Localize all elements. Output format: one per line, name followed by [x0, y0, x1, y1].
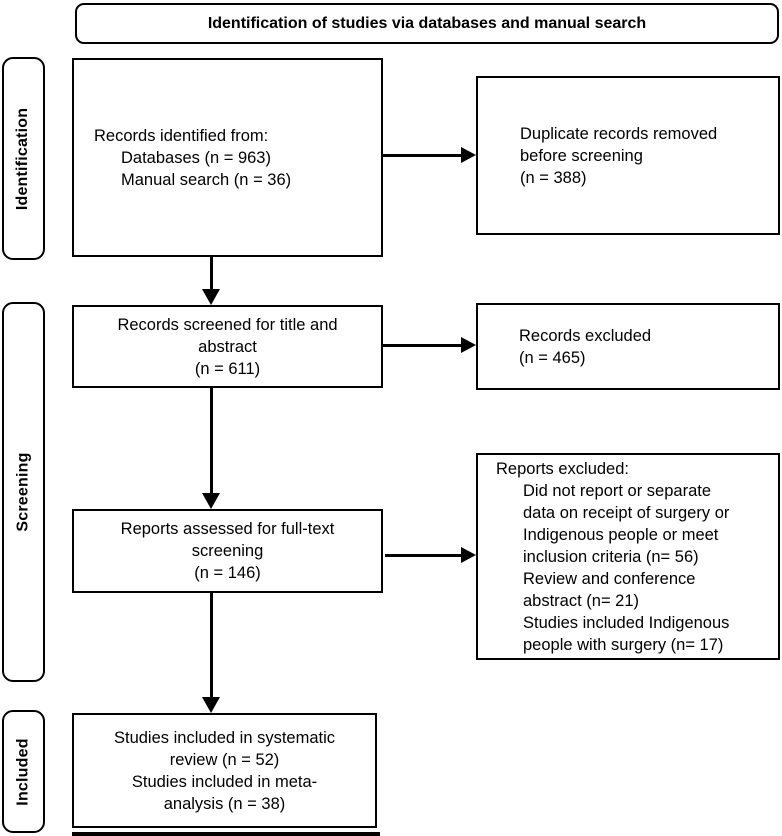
- text-line: inclusion criteria (n= 56): [523, 547, 699, 566]
- text-line: Duplicate records removed: [520, 124, 718, 143]
- diagram-title: Identification of studies via databases …: [207, 14, 647, 32]
- text-line: (n = 611): [194, 359, 261, 378]
- arrow-down-icon: [202, 388, 220, 509]
- text-line: Studies included in meta-: [131, 772, 318, 791]
- text-line: people with surgery (n= 17): [523, 635, 724, 654]
- arrow-head-icon: [461, 547, 476, 563]
- text-line: (n = 388): [520, 168, 587, 187]
- text-line: Reports excluded:: [496, 459, 629, 478]
- arrow-right-icon: [385, 547, 476, 563]
- arrow-head-icon: [202, 289, 220, 305]
- arrow-shaft: [209, 257, 213, 289]
- stage-label-included-text: Included: [14, 737, 32, 806]
- box-duplicates-removed: Duplicate records removed before screeni…: [476, 76, 780, 235]
- text-line: Records excluded: [519, 326, 652, 345]
- arrow-down-icon: [202, 257, 220, 305]
- text-line: abstract (n= 21): [523, 591, 640, 610]
- box-reports-assessed: Reports assessed for full-text screening…: [72, 509, 383, 593]
- arrow-shaft: [209, 593, 213, 697]
- arrow-right-icon: [383, 147, 476, 163]
- text-line: Indigenous people or meet: [523, 525, 719, 544]
- stage-label-screening: Screening: [2, 302, 45, 682]
- arrow-shaft: [383, 153, 461, 157]
- arrow-right-icon: [383, 337, 476, 353]
- stage-label-identification: Identification: [2, 57, 45, 260]
- box-studies-included: Studies included in systematic review (n…: [72, 713, 377, 828]
- arrow-shaft: [385, 553, 461, 557]
- text-line: analysis (n = 38): [163, 794, 286, 813]
- text-line: Studies included in systematic: [113, 728, 336, 747]
- arrow-shaft: [383, 343, 461, 347]
- text-line: Records identified from:: [94, 126, 269, 145]
- text-line: Reports assessed for full-text: [120, 520, 335, 538]
- arrow-head-icon: [461, 147, 476, 163]
- box-records-identified: Records identified from: Databases (n = …: [72, 58, 383, 257]
- text-line: before screening: [520, 146, 643, 165]
- box-records-excluded: Records excluded (n = 465): [476, 303, 780, 390]
- box-reports-excluded: Reports excluded: Did not report or sepa…: [476, 453, 780, 660]
- text-line: Records screened for title and: [117, 315, 338, 334]
- diagram-header: Identification of studies via databases …: [75, 3, 779, 44]
- cropped-bottom-edge: [72, 832, 380, 836]
- text-line: abstract: [198, 337, 257, 356]
- text-line: Manual search (n = 36): [121, 170, 292, 189]
- text-line: (n = 146): [194, 564, 261, 582]
- text-line: Studies included Indigenous: [523, 613, 730, 632]
- box-records-screened: Records screened for title and abstract …: [72, 305, 383, 388]
- arrow-head-icon: [202, 697, 220, 713]
- arrow-head-icon: [202, 493, 220, 509]
- text-line: review (n = 52): [169, 750, 280, 769]
- arrow-down-icon: [202, 593, 220, 713]
- text-line: (n = 465): [519, 348, 586, 367]
- stage-label-identification-text: Identification: [14, 107, 32, 210]
- stage-label-included: Included: [2, 710, 45, 833]
- arrow-shaft: [209, 388, 213, 493]
- stage-label-screening-text: Screening: [14, 452, 32, 532]
- text-line: screening: [191, 542, 264, 560]
- text-line: Databases (n = 963): [121, 148, 271, 167]
- text-line: Review and conference: [523, 569, 696, 588]
- arrow-head-icon: [461, 337, 476, 353]
- text-line: Did not report or separate: [523, 481, 712, 500]
- text-line: data on receipt of surgery or: [523, 503, 730, 522]
